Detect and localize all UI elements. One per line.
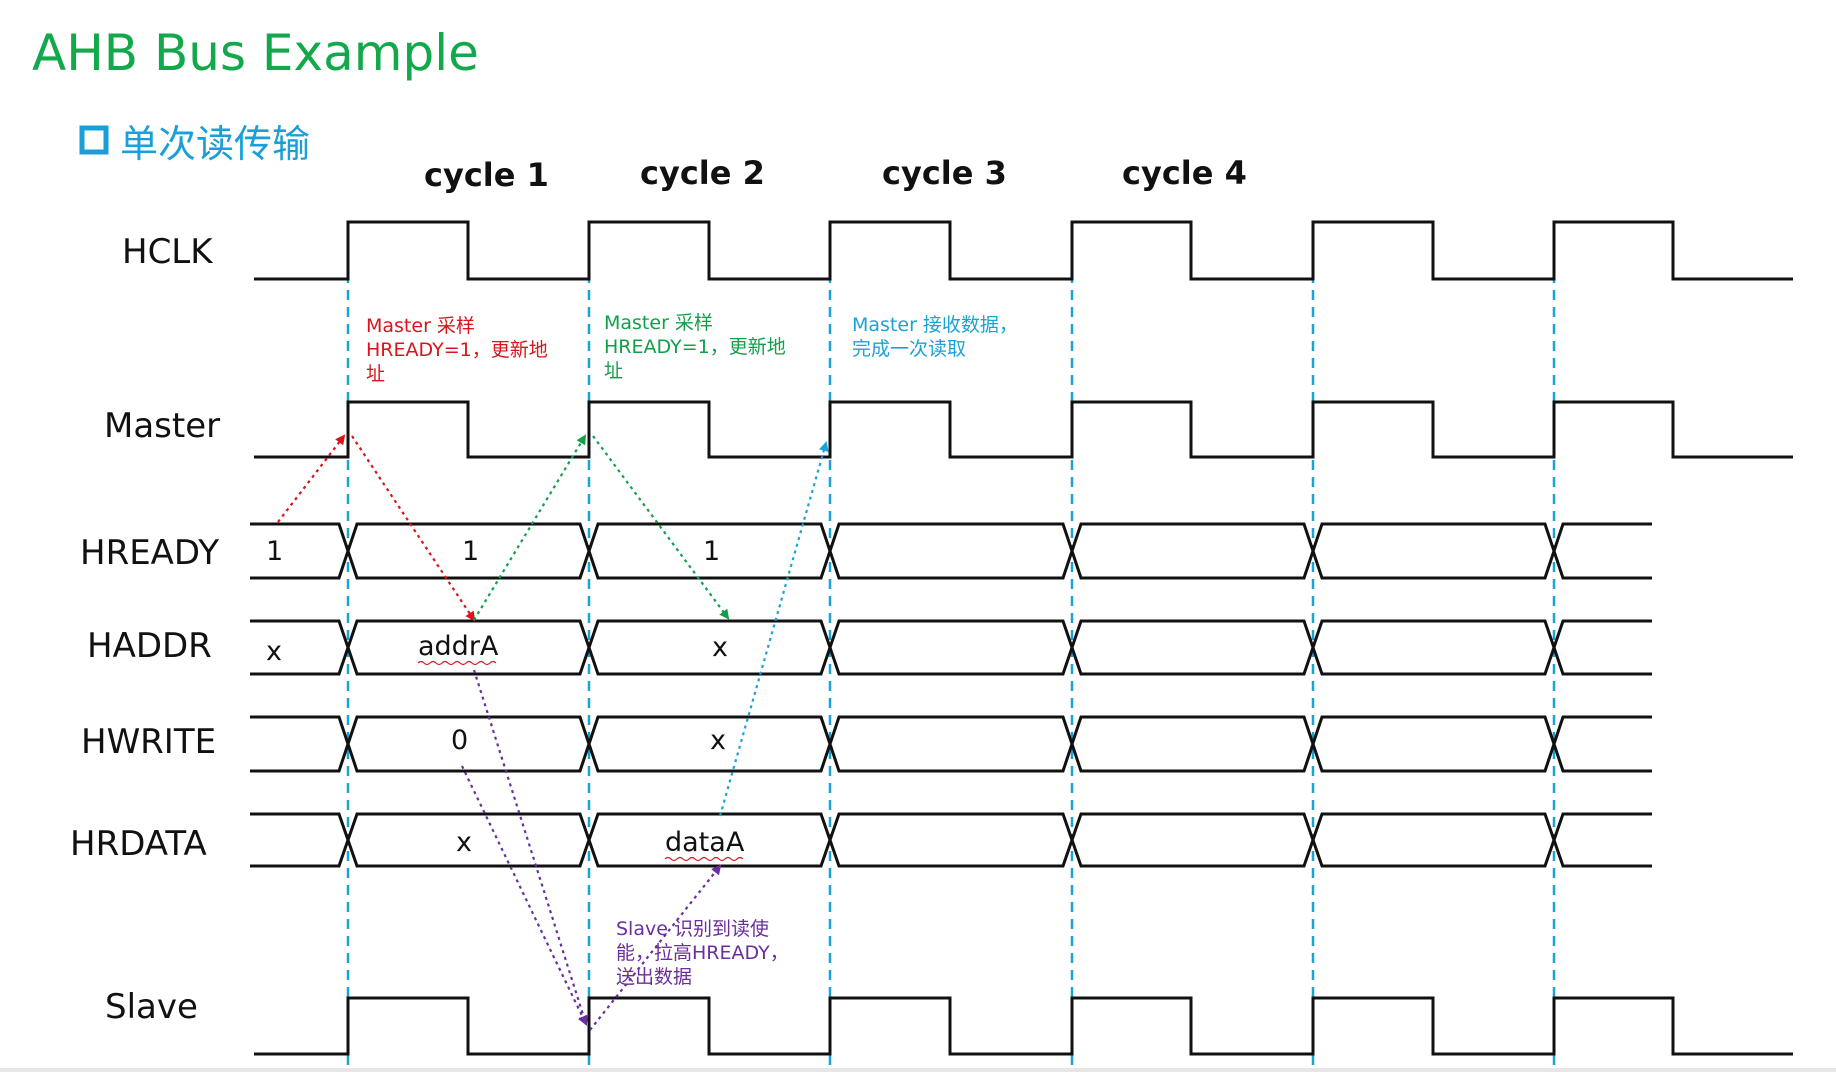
cycle-label-3: cycle 3: [882, 154, 1007, 192]
bus-trace: [250, 642, 1652, 676]
hwrite-value-1: x: [710, 725, 726, 756]
arrow-purple-2: [461, 765, 588, 1026]
note-cyan-line: 完成一次读取: [852, 338, 966, 360]
note-red: Master 采样 HREADY=1，更新地 址: [366, 315, 554, 385]
signal-label-hwrite: HWRITE: [81, 722, 216, 762]
note-red-line: HREADY=1，更新地: [366, 339, 548, 361]
page-subtitle: 单次读传输: [120, 122, 310, 166]
hready-bus: [250, 522, 1652, 580]
bus-trace: [250, 715, 1652, 749]
note-cyan-line: Master 接收数据，: [852, 314, 1018, 336]
arrow-green-2: [592, 435, 730, 620]
cycle-label-2: cycle 2: [640, 154, 765, 192]
bus-trace: [250, 619, 1652, 653]
causality-arrows: [277, 434, 829, 1031]
hclk-waveform: [254, 220, 1793, 281]
spell-underline: [417, 660, 497, 666]
bus-trace: [250, 739, 1652, 773]
note-green-line: HREADY=1，更新地: [604, 336, 786, 358]
note-purple-line: 送出数据: [616, 966, 692, 988]
bottom-rule: [0, 1068, 1836, 1072]
bus-trace: [250, 835, 1652, 868]
haddr-bus: [250, 619, 1652, 676]
note-purple: Slave 识别到读使 能，拉高HREADY， 送出数据: [616, 918, 795, 988]
cycle-label-1: cycle 1: [424, 156, 549, 194]
note-purple-line: 能，拉高HREADY，: [616, 942, 789, 964]
signal-label-slave: Slave: [105, 987, 198, 1027]
square-bullet-icon: [79, 125, 109, 155]
note-green-line: Master 采样: [604, 312, 713, 334]
bus-trace: [250, 546, 1652, 580]
master-waveform: [254, 400, 1793, 459]
note-purple-line: Slave 识别到读使: [616, 918, 769, 940]
note-cyan: Master 接收数据， 完成一次读取: [852, 314, 1024, 360]
hrdata-value-1: dataA: [665, 827, 745, 858]
hready-value-0: 1: [266, 536, 283, 567]
note-red-line: 址: [366, 363, 385, 385]
slave-waveform: [254, 996, 1793, 1056]
hrdata-bus: [250, 812, 1652, 868]
arrow-red-2: [351, 435, 476, 622]
signal-label-hready: HREADY: [80, 533, 219, 573]
hrdata-value-0: x: [456, 827, 472, 858]
note-green-line: 址: [604, 360, 623, 382]
arrow-green-1: [473, 434, 587, 621]
bus-trace: [250, 812, 1652, 845]
page-title: AHB Bus Example: [32, 24, 479, 82]
arrow-red-1: [277, 434, 346, 523]
hready-value-2: 1: [703, 536, 720, 567]
signal-label-hclk: HCLK: [122, 232, 214, 272]
haddr-value-2: x: [712, 632, 728, 663]
spell-underline: [664, 856, 744, 862]
signal-label-haddr: HADDR: [87, 626, 212, 666]
hwrite-value-0: 0: [451, 725, 468, 756]
cycle-boundaries: [346, 222, 1556, 1066]
bus-trace: [250, 522, 1652, 556]
note-green: Master 采样 HREADY=1，更新地 址: [604, 312, 792, 382]
hready-value-1: 1: [462, 536, 479, 567]
cycle-label-4: cycle 4: [1122, 154, 1247, 192]
signal-label-hrdata: HRDATA: [70, 824, 207, 864]
arrow-purple-1: [472, 669, 589, 1026]
hwrite-bus: [250, 715, 1652, 773]
arrow-cyan: [718, 441, 829, 817]
signal-label-master: Master: [104, 406, 220, 446]
haddr-value-1: addrA: [418, 631, 499, 662]
haddr-value-0: x: [266, 636, 282, 667]
note-red-line: Master 采样: [366, 315, 475, 337]
